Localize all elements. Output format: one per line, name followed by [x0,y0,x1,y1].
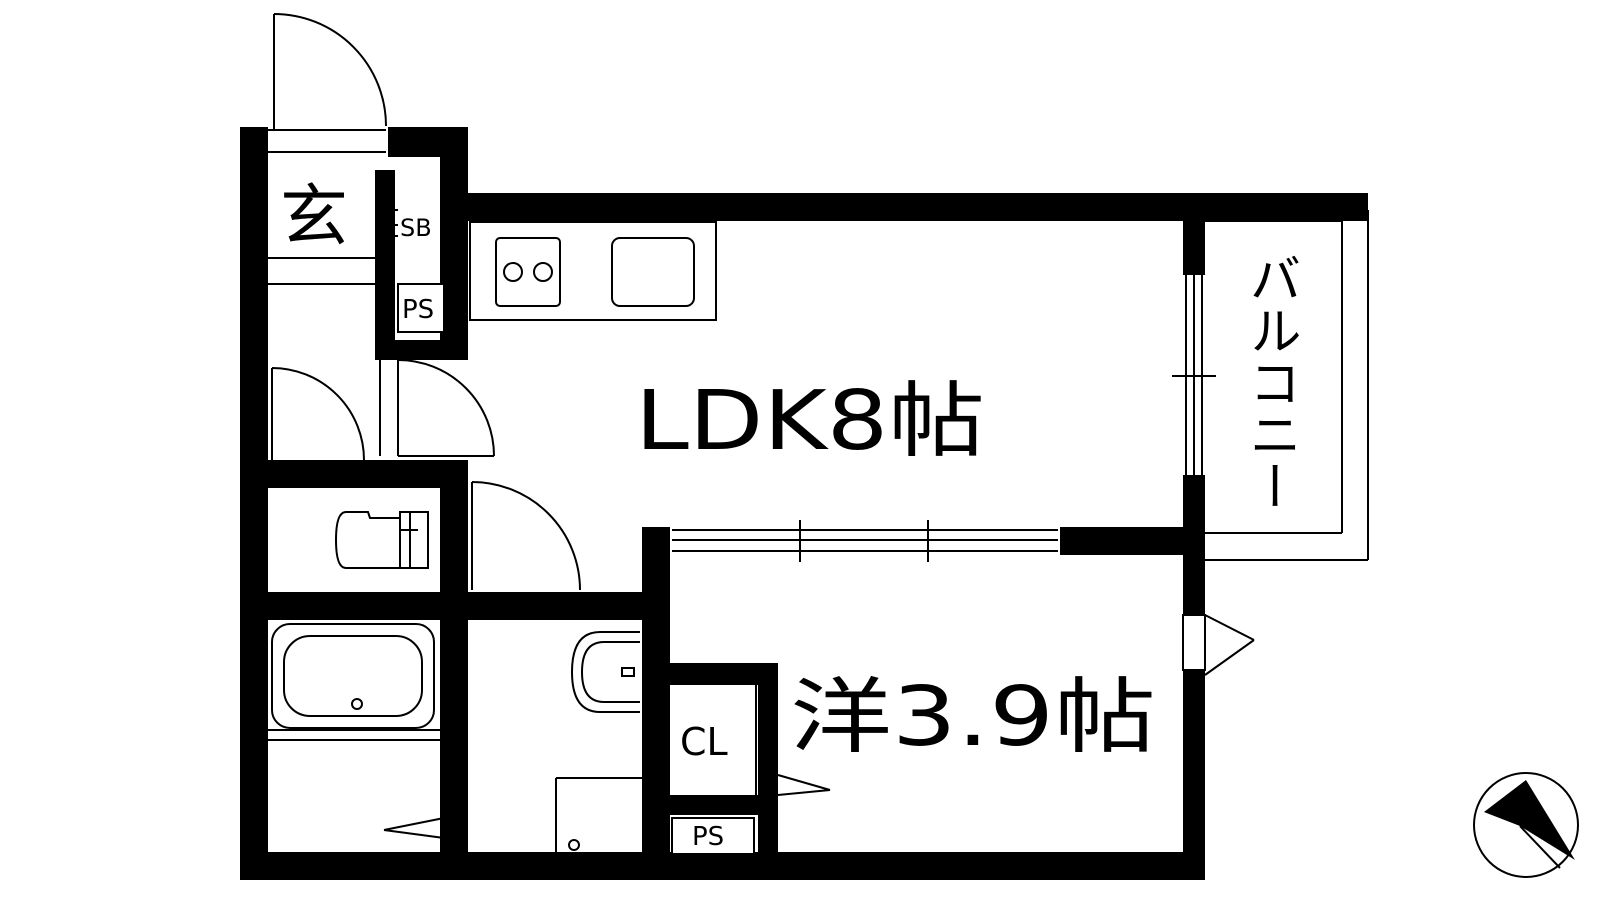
toilet-icon [334,511,429,569]
entrance-label: 玄 [280,178,348,257]
western-room-label: 洋3.9帖 [790,670,1156,765]
walls [240,127,1368,880]
pipe-space-label: PS [692,822,724,852]
sink-icon [611,237,695,307]
sliding-door [672,520,1058,562]
balcony-window [1172,275,1216,475]
closet-door [755,685,831,796]
hall-door-left [271,367,365,465]
stove-burner-icon [533,262,553,282]
washer-pan-icon [555,777,642,852]
hall-door-right [379,359,495,457]
stove-burner-icon [503,262,523,282]
compass-icon [1473,772,1579,878]
ldk-label: LDK8帖 [635,374,985,469]
pipe-space-label: PS [402,295,434,325]
bathtub-icon [268,623,440,741]
balcony-label: バルコニー [1240,252,1300,512]
ldk-door [471,481,581,601]
kitchen-counter [469,221,717,321]
balcony [1205,193,1369,561]
shoe-box-label: SB [400,214,432,242]
wash-basin-icon [570,631,640,713]
closet-label: CL [680,720,728,764]
entrance-door [268,13,387,153]
western-window [1182,614,1255,676]
